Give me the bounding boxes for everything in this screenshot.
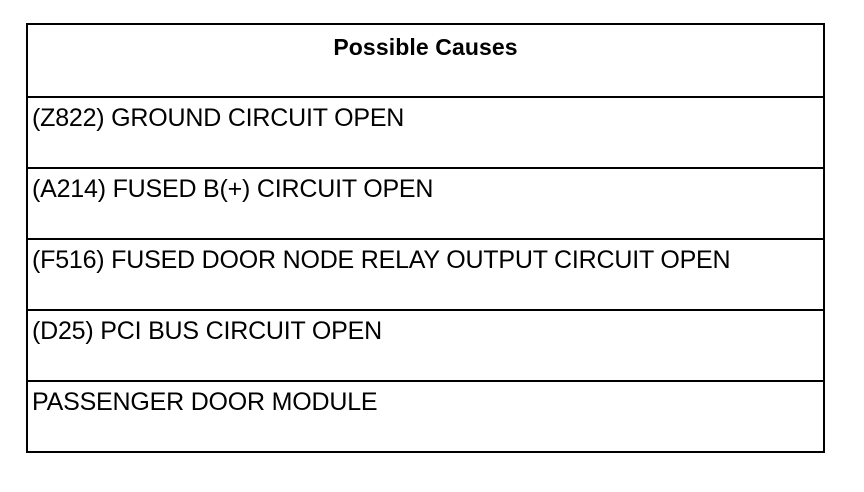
table-header-row: Possible Causes	[28, 25, 823, 96]
cause-cell: (D25) PCI BUS CIRCUIT OPEN	[32, 317, 382, 345]
cause-cell: (Z822) GROUND CIRCUIT OPEN	[32, 104, 405, 132]
cause-cell: PASSENGER DOOR MODULE	[32, 388, 378, 416]
possible-causes-table: Possible Causes (Z822) GROUND CIRCUIT OP…	[26, 23, 825, 453]
cause-cell: (F516) FUSED DOOR NODE RELAY OUTPUT CIRC…	[32, 246, 731, 274]
table-row: (Z822) GROUND CIRCUIT OPEN	[28, 96, 823, 167]
cause-cell: (A214) FUSED B(+) CIRCUIT OPEN	[32, 175, 434, 203]
table-row: PASSENGER DOOR MODULE	[28, 380, 823, 451]
table-header: Possible Causes	[333, 34, 518, 60]
table-row: (F516) FUSED DOOR NODE RELAY OUTPUT CIRC…	[28, 238, 823, 309]
table-row: (A214) FUSED B(+) CIRCUIT OPEN	[28, 167, 823, 238]
table-row: (D25) PCI BUS CIRCUIT OPEN	[28, 309, 823, 380]
